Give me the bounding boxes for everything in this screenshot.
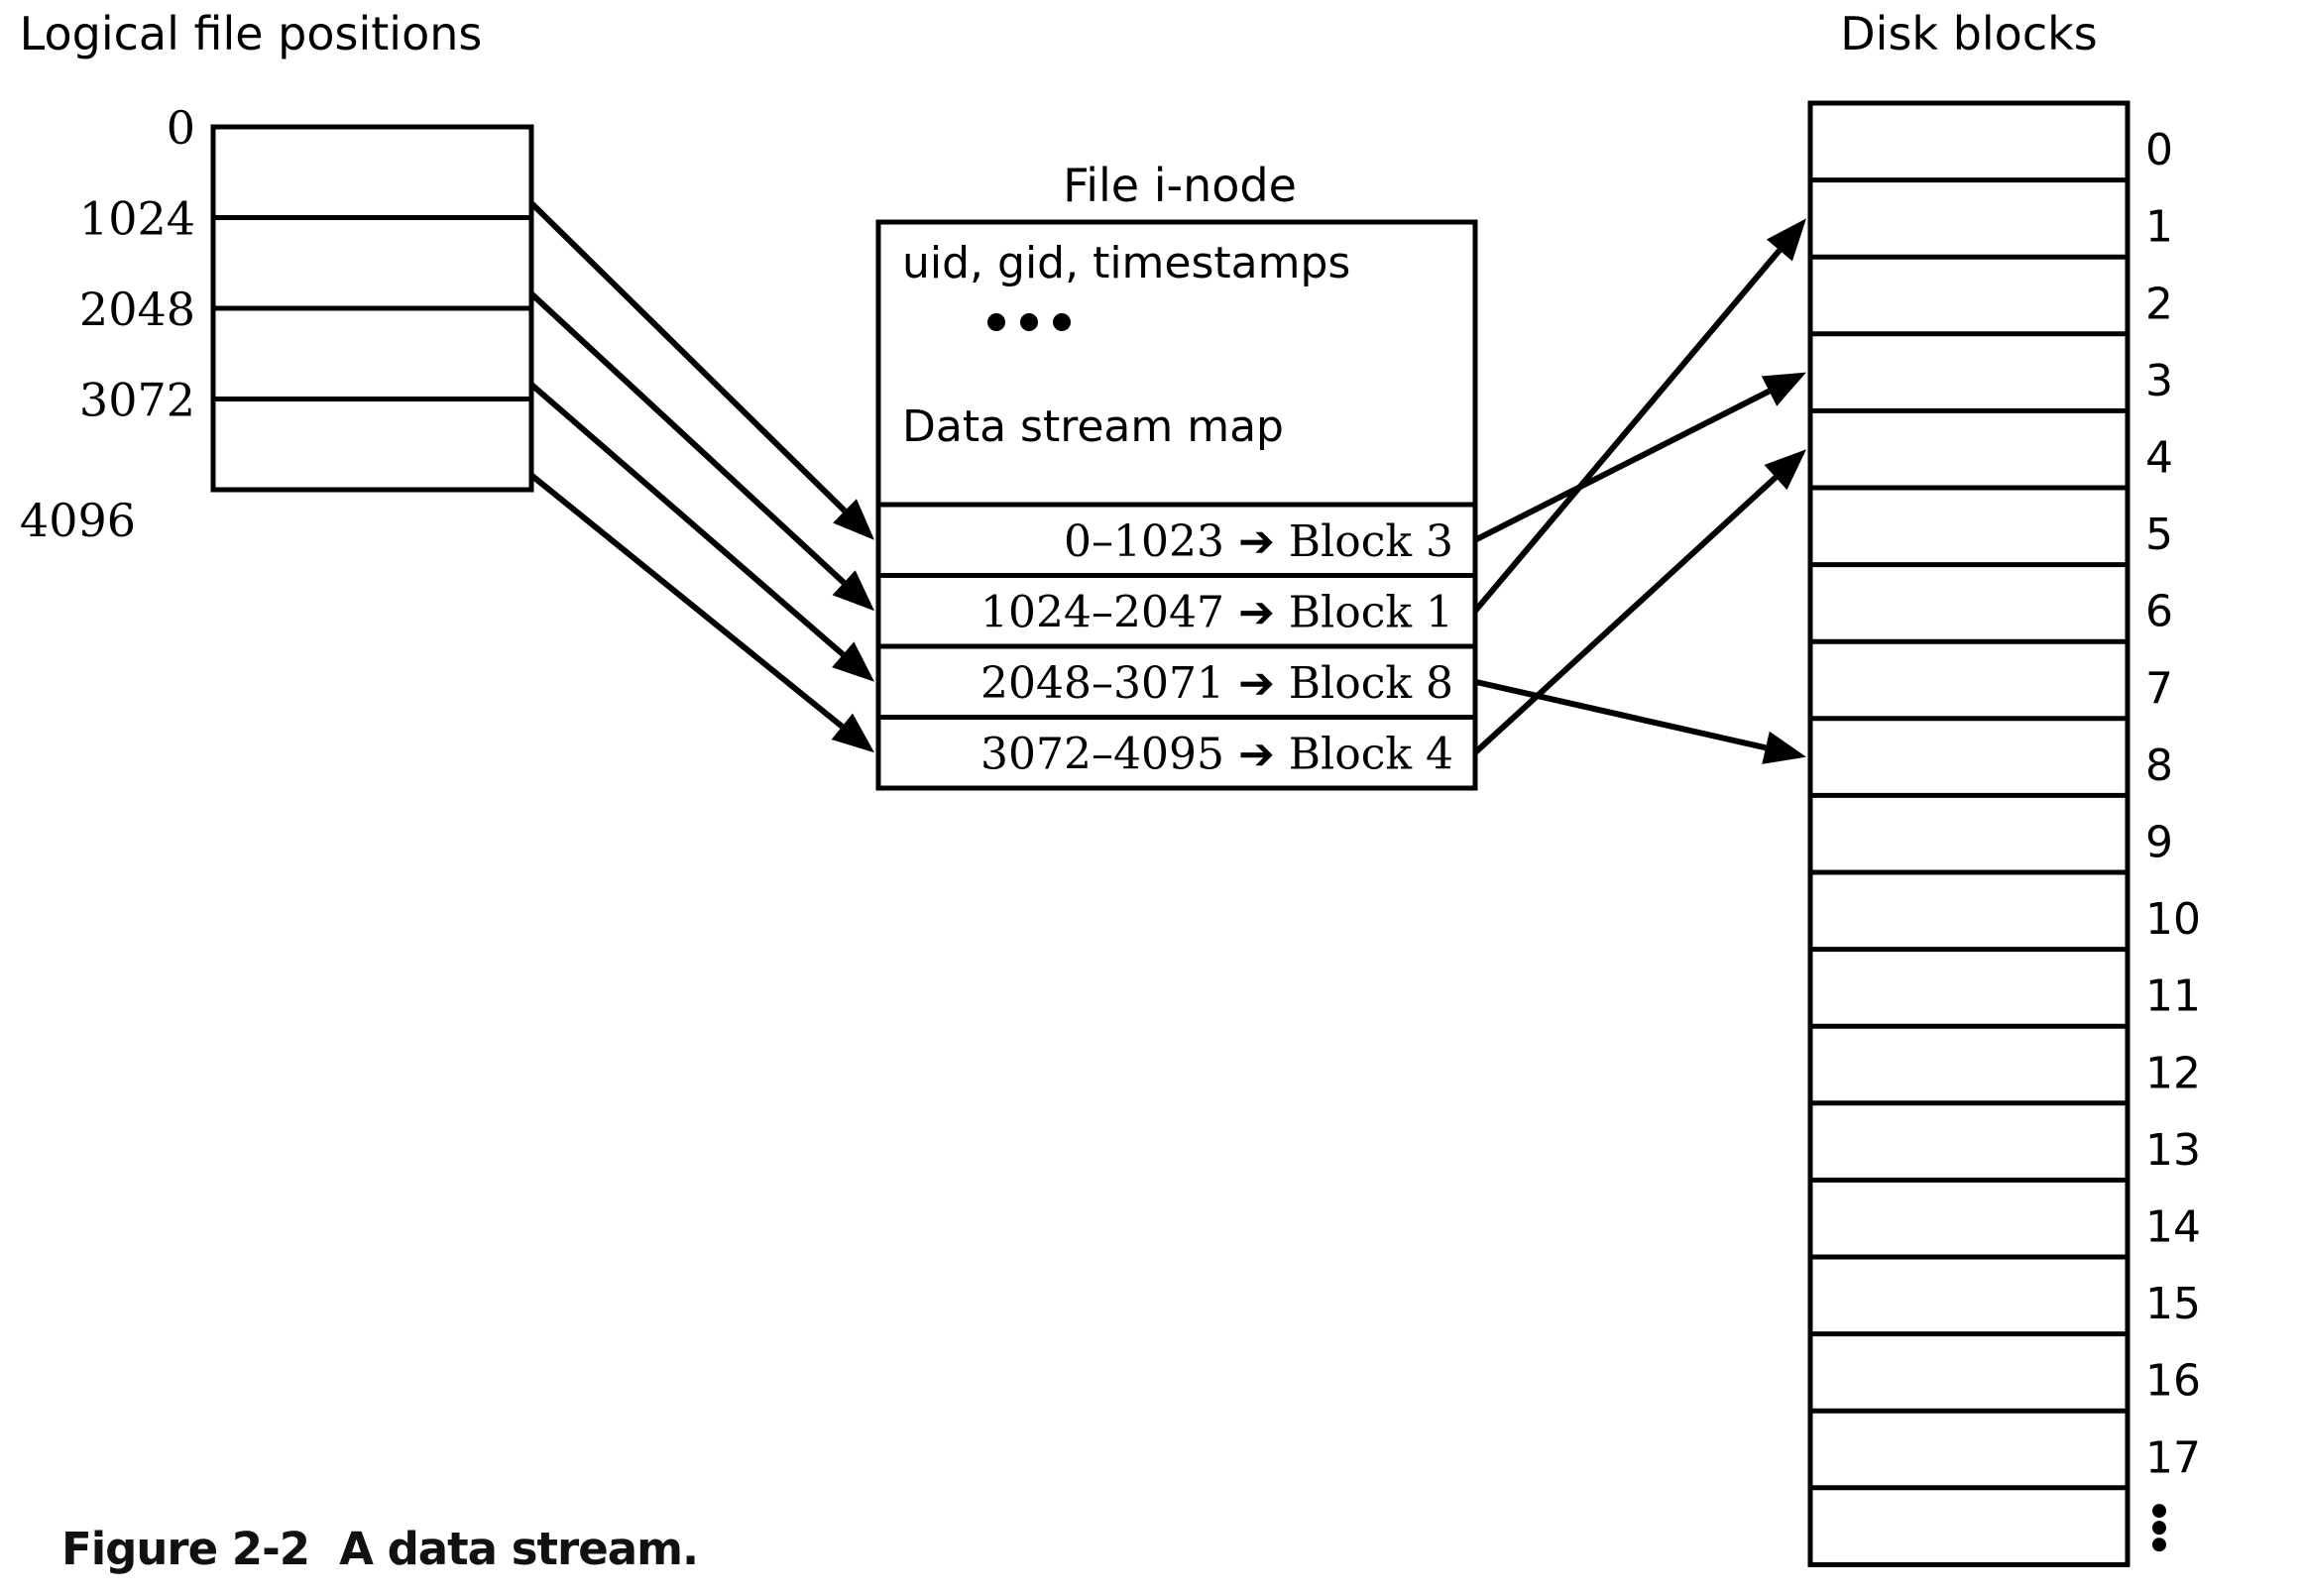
disk-block-label-7: 7: [2145, 663, 2173, 714]
disk-block-label-6: 6: [2145, 587, 2173, 637]
inode-map-entry-4: 3072–4095 ➔ Block 4: [980, 729, 1453, 779]
disk-block-label-1: 1: [2145, 202, 2173, 253]
inode-to-disk-arrow-block-8-head: [1762, 731, 1806, 764]
disk-block-label-11: 11: [2145, 971, 2201, 1022]
figure-caption-label: Figure 2-2: [61, 1523, 310, 1575]
inode-map-label: Data stream map: [902, 401, 1284, 452]
disk-block-label-12: 12: [2145, 1048, 2201, 1098]
inode-to-disk-arrow-block-8: [1474, 678, 1767, 751]
inode-map-rows: 0–1023 ➔ Block 3 1024–2047 ➔ Block 1 2048–…: [875, 502, 1478, 791]
disk-block-label-14: 14: [2145, 1201, 2201, 1252]
disk-block-label-9: 9: [2145, 817, 2173, 867]
disk-block-label-13: 13: [2145, 1125, 2201, 1176]
inode-to-disk-arrow-block-1-head: [1766, 218, 1806, 262]
logical-file-boundary-4096: 4096: [20, 494, 136, 547]
inode-map-entry-8: 2048–3071 ➔ Block 8: [980, 658, 1453, 709]
inode-to-disk-arrow-block-3: [1473, 388, 1771, 543]
logical-file-boundary-0: 0: [167, 101, 195, 155]
inode-to-disk-arrow-block-4-head: [1764, 449, 1806, 491]
logical-to-inode-arrow-3: [529, 473, 845, 730]
inode-to-disk-arrow-block-1: [1472, 248, 1783, 614]
logical-to-inode-arrow-1-head: [832, 570, 874, 612]
inode-title: File i-node: [1063, 159, 1297, 212]
inode-header-line: uid, gid, timestamps: [902, 238, 1350, 288]
disk-block-label-2: 2: [2145, 279, 2173, 329]
inode-map-entry-1: 1024–2047 ➔ Block 1: [980, 587, 1453, 637]
logical-file-boundary-2048: 2048: [79, 283, 195, 336]
inode-to-disk-arrows: [1472, 218, 1806, 764]
logical-file-title: Logical file positions: [20, 7, 483, 60]
disk-title: Disk blocks: [1840, 7, 2097, 60]
figure-caption-text: A data stream.: [339, 1523, 699, 1575]
disk-block-label-0: 0: [2145, 125, 2173, 175]
logical-file-boundary-3072: 3072: [79, 374, 195, 427]
logical-file-column: 0 1024 2048 3072 4096: [20, 101, 534, 547]
inode-to-disk-arrow-block-4: [1472, 475, 1779, 755]
disk-block-label-16: 16: [2145, 1356, 2201, 1407]
inode-map-entry-3: 0–1023 ➔ Block 3: [1064, 516, 1453, 567]
disk-block-label-5: 5: [2145, 510, 2173, 560]
logical-to-inode-arrow-1: [528, 291, 847, 585]
disk-block-label-4: 4: [2145, 432, 2173, 483]
logical-to-inode-arrows: [528, 200, 874, 753]
figure-caption: Figure 2-2 A data stream.: [61, 1523, 699, 1575]
logical-to-inode-arrow-2-head: [832, 641, 874, 682]
logical-to-inode-arrow-3-head: [831, 713, 874, 753]
inode-ellipsis: [987, 313, 1071, 331]
disk-block-label-15: 15: [2145, 1279, 2201, 1329]
logical-to-inode-arrow-0: [528, 200, 848, 513]
disk-block-label-3: 3: [2145, 356, 2173, 406]
disk-block-label-10: 10: [2145, 894, 2201, 945]
logical-to-inode-arrow-0-head: [833, 499, 874, 540]
disk-block-label-17: 17: [2145, 1432, 2201, 1483]
disk-continuation-ellipsis: [2152, 1504, 2166, 1552]
disk-blocks-box: [1807, 100, 2130, 1567]
disk-block-label-8: 8: [2145, 741, 2173, 791]
inode-to-disk-arrow-block-3-head: [1761, 372, 1806, 406]
logical-file-boundary-1024: 1024: [79, 192, 195, 246]
logical-to-inode-arrow-2: [529, 382, 846, 657]
